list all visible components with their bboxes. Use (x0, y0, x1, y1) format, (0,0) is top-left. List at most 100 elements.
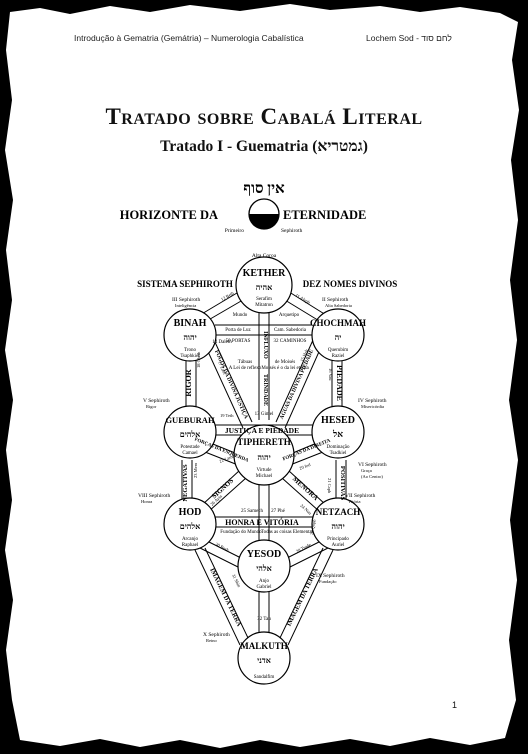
path-18: 18 Cheth (196, 351, 201, 368)
path-moises: de Moisés (275, 360, 295, 365)
path-24: 24 Nun (299, 503, 313, 516)
path-32: 32 CAMINHOS (274, 339, 307, 344)
netzach-angel2: Auriel (332, 543, 345, 548)
yesod-circle (237, 539, 291, 593)
label-iii-sub: Inteligência (175, 303, 196, 308)
path-12: 12 Beth (220, 290, 235, 302)
header-right: Lochem Sod - לחם סוד (366, 33, 452, 43)
yesod-angel2: Gabriel (257, 585, 273, 590)
netzach-hebrew: יהוה (331, 522, 344, 531)
hesed-name: HESED (321, 415, 355, 426)
page-subtitle: Tratado I - Guematria (גמטריא) (160, 138, 368, 155)
label-ii-sub: Alta Sabedoria (325, 303, 352, 308)
label-vii-sub: Vitória (348, 499, 360, 504)
label-iii: III Sephiroth (172, 297, 201, 303)
kether-name: KETHER (243, 268, 287, 279)
kether-angel2: Mitatron (255, 303, 273, 308)
label-iv: IV Sephiroth (358, 398, 387, 404)
horizon-left: HORIZONTE DA (120, 208, 218, 222)
label-vi: VI Sephiroth (358, 462, 387, 468)
positivas-label: POSITIVAS (339, 466, 346, 501)
tiphereth-hebrew: יהוה (257, 453, 270, 462)
path-11: 11 Aleph (295, 293, 312, 306)
label-v-sub: Rigor (146, 404, 157, 409)
hod-hebrew: אלהים (180, 522, 201, 531)
path-tabuas: Tábuas (238, 360, 252, 365)
alta-coroa-label: Alta Coroa (252, 253, 277, 259)
netzach-name: NETZACH (316, 507, 361, 517)
path-50: 50 PORTAS (226, 339, 251, 344)
tiphereth-circle (233, 424, 295, 486)
path-28: 28 Tsade (295, 542, 311, 554)
label-vi-sub2: (Ao Centro) (361, 474, 383, 479)
ain-soph-text: אין סוף (243, 181, 285, 197)
page-title: Tratado sobre Cabalá Literal (105, 104, 423, 129)
path-30: 30 Resh (215, 541, 231, 553)
label-ii: II Sephiroth (322, 297, 349, 303)
binah-hebrew: יהוה (183, 333, 196, 342)
binah-circle (163, 308, 217, 362)
horizon-sub-left: Primeiro (225, 228, 244, 234)
label-ix: IX Sephiroth (316, 573, 345, 579)
netzach-angel1: Principado (327, 537, 349, 542)
path-23: 23 Mem (193, 462, 198, 478)
trindade-label: TRINDADE (262, 374, 268, 406)
yesod-angel1: Anjo (259, 579, 270, 584)
signos-label: SIGNOS (210, 477, 235, 501)
kether-circle (235, 256, 293, 314)
tiphereth-angel1: Virtude (257, 468, 273, 473)
gueburah-name: GUEBURAH (165, 415, 215, 425)
label-v: V Sephiroth (143, 398, 170, 404)
path-fundacao: Fundação do Mundo (220, 530, 262, 535)
binah-name: BINAH (174, 318, 207, 329)
label-vi-sub: Graça (361, 468, 372, 473)
menora-label: MENORA (291, 475, 320, 502)
yesod-name: YESOD (247, 549, 281, 560)
path-14: 14 Daleth (212, 340, 232, 345)
gueburah-angel2: Camael (182, 451, 198, 456)
gueburah-hebrew: אלהים (180, 430, 201, 439)
path-16: 16 Vau (328, 368, 333, 381)
label-ix-sub: Fundação (319, 579, 337, 584)
honra-label: HONRA E VITÓRIA (225, 517, 299, 527)
horizon-half-circle-icon (248, 198, 280, 230)
path-todas: Todas as coisas Elemental (261, 530, 314, 535)
hod-angel2: Raphael (182, 543, 199, 548)
aguas-label: ÁGUAS DA DIVINA PIEDADE (277, 348, 315, 421)
sistema-label: SISTEMA SEPHIROTH (137, 279, 233, 289)
kether-hebrew: אהיה (256, 283, 272, 292)
horizon-right: ETERNIDADE (283, 208, 366, 222)
path-15: 15 Heh (299, 348, 309, 363)
malkuth-hebrew: אדני (257, 656, 271, 665)
path-arquetipo: Arquetipo (279, 313, 300, 318)
path-25: 25 Samech (241, 509, 264, 514)
dez-nomes-label: DEZ NOMES DIVINOS (303, 279, 398, 289)
label-vii: VII Sephiroth (345, 493, 376, 499)
imagem-right-label: IMAGEM DA TERRA (286, 567, 320, 628)
gueburah-circle (163, 405, 217, 459)
yesod-hebrew: אלהי (256, 564, 272, 573)
path-21: 21 Caph (327, 478, 332, 494)
netzach-circle (311, 497, 365, 551)
label-iv-sub: Misericórdia (361, 404, 384, 409)
path-moises2: Moisés é o da lei eterna (261, 366, 309, 371)
hesed-circle (311, 405, 365, 459)
hod-name: HOD (179, 507, 202, 518)
path-17: 17 Zain (217, 360, 228, 375)
gueburah-angel1: Potestade (180, 445, 200, 450)
path-27: 27 Phé (271, 509, 286, 514)
path-22: 22 Lamed (219, 452, 238, 464)
chochmah-name: CHOCHMAH (310, 318, 366, 328)
malkuth-angel1: Sandalfim (254, 675, 275, 680)
path-31: 31 Shin (231, 573, 242, 588)
header-left: Introdução à Gematria (Gemátria) – Numer… (74, 33, 304, 43)
hesed-angel1: Dominação (326, 445, 350, 450)
malkuth-name: MALKUTH (240, 641, 288, 651)
chochmah-angel1: Querubim (328, 348, 348, 353)
label-viii: VIII Sephiroth (138, 493, 170, 499)
horizon-sub-right: Sephiroth (281, 228, 303, 234)
path-mundo: Mundo (233, 313, 248, 318)
path-porta: Porta de Luz (225, 328, 251, 333)
binah-angel2: Tsaphkiel (180, 354, 200, 359)
